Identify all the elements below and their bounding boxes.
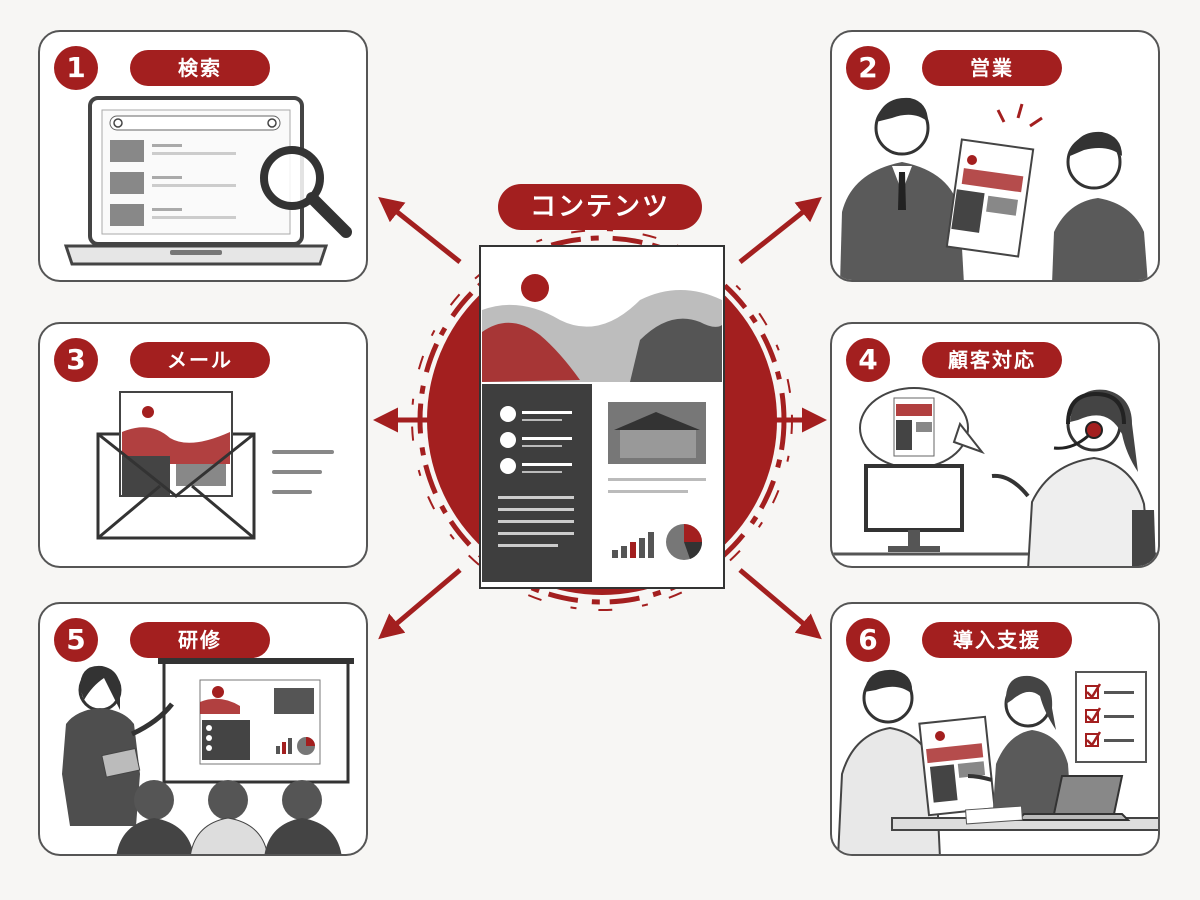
panel-number: 3 xyxy=(54,338,98,382)
panel-number: 4 xyxy=(846,338,890,382)
panel-number: 2 xyxy=(846,46,890,90)
brochure xyxy=(918,715,996,817)
audience xyxy=(116,780,342,854)
panel-label: 導入支援 xyxy=(922,622,1072,658)
panel-number: 6 xyxy=(846,618,890,662)
customer-support-illustration xyxy=(832,387,1158,566)
laptop-search-illustration xyxy=(63,96,352,266)
training-illustration xyxy=(62,658,354,854)
panel-label: 営業 xyxy=(922,50,1062,86)
arrow-to-sales xyxy=(738,196,822,264)
panel-label: 検索 xyxy=(130,50,270,86)
brochure xyxy=(945,138,1035,258)
envelope-icon xyxy=(96,391,256,540)
projector-screen-icon xyxy=(158,658,354,784)
laptop-icon xyxy=(1015,775,1131,821)
onboarding-illustration xyxy=(837,669,1158,854)
mail-illustration xyxy=(96,391,334,540)
content-document xyxy=(479,245,725,589)
panel-label: 研修 xyxy=(130,622,270,658)
panel-training: 5 研修 xyxy=(38,602,368,856)
panel-sales: 2 営業 xyxy=(830,30,1160,282)
checklist-icon xyxy=(1075,671,1147,763)
headset-icon xyxy=(1053,391,1126,450)
panel-number: 5 xyxy=(54,618,98,662)
center-title: コンテンツ xyxy=(498,184,702,230)
sales-meeting-illustration xyxy=(840,97,1148,280)
panel-label: 顧客対応 xyxy=(922,342,1062,378)
panel-number: 1 xyxy=(54,46,98,90)
panel-search: 1 検索 xyxy=(38,30,368,282)
speech-bubble xyxy=(859,387,985,469)
arrow-to-onboarding xyxy=(738,568,822,640)
panel-onboarding: 6 導入支援 xyxy=(830,602,1160,856)
magnifier-icon xyxy=(260,146,352,238)
panel-label: メール xyxy=(130,342,270,378)
arrow-to-search xyxy=(378,196,462,264)
panel-mail: 3 メール xyxy=(38,322,368,568)
arrow-to-training xyxy=(378,568,462,640)
arrows xyxy=(373,196,827,640)
panel-customer-support: 4 顧客対応 xyxy=(830,322,1160,568)
